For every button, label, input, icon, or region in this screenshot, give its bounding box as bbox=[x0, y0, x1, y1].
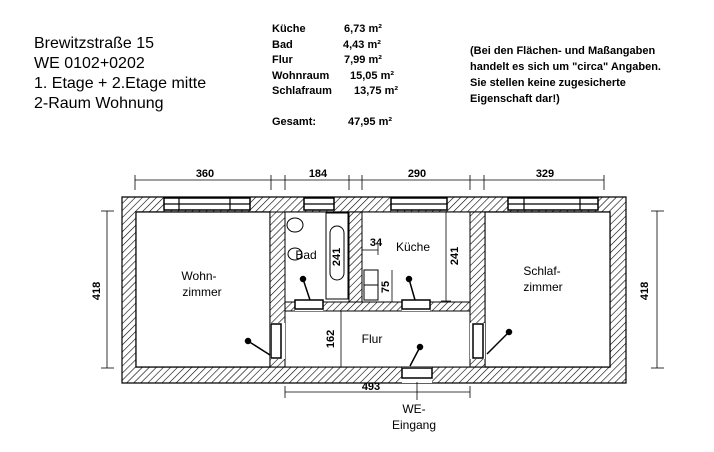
room-label-bad: Bad bbox=[295, 248, 316, 262]
area-value: 15,05 m² bbox=[350, 69, 395, 82]
total-value: 47,95 m² bbox=[348, 115, 393, 128]
bathroom-fixtures bbox=[286, 212, 349, 300]
room-label-kueche: Küche bbox=[396, 240, 430, 254]
dim-kueche-small: 34 bbox=[370, 237, 383, 249]
disclaimer-line: handelt es sich um "circa" Angaben. bbox=[470, 61, 661, 73]
dim-kueche-75: 75 bbox=[380, 281, 392, 293]
disclaimer-line: Sie stellen keine zugesicherte bbox=[470, 77, 626, 89]
disclaimer-line: (Bei den Flächen- und Maßangaben bbox=[470, 45, 656, 57]
disclaimer-note: (Bei den Flächen- und Maßangaben handelt… bbox=[470, 43, 661, 107]
kitchen-appliance bbox=[363, 269, 379, 301]
total-label: Gesamt: bbox=[272, 115, 317, 128]
area-value: 13,75 m² bbox=[354, 85, 399, 97]
dim-kueche-height: 241 bbox=[449, 247, 461, 265]
wall-bad-kueche bbox=[348, 211, 363, 303]
area-room: Wohnraum bbox=[272, 69, 330, 82]
dim-top-wohn: 360 bbox=[196, 168, 214, 180]
kueche-room bbox=[361, 211, 471, 303]
address-block: Brewitzstraße 15 WE 0102+0202 1. Etage +… bbox=[34, 34, 206, 114]
room-label-wohn: zimmer bbox=[182, 285, 221, 299]
dim-flur-height: 162 bbox=[325, 330, 337, 348]
dim-right-height: 418 bbox=[639, 282, 651, 300]
door-bad bbox=[294, 299, 324, 310]
flur-room bbox=[284, 310, 471, 368]
address-type: 2-Raum Wohnung bbox=[34, 95, 164, 112]
address-floors: 1. Etage + 2.Etage mitte bbox=[34, 75, 207, 92]
address-unit: WE 0102+0202 bbox=[34, 55, 145, 72]
door-schlaf bbox=[472, 323, 484, 359]
entrance-label: Eingang bbox=[392, 418, 436, 432]
area-room: Küche bbox=[272, 23, 306, 35]
dim-top-bad: 184 bbox=[309, 168, 328, 180]
disclaimer-line: Eigenschaft dar!) bbox=[470, 93, 560, 105]
room-label-flur: Flur bbox=[362, 332, 383, 346]
schlafzimmer-room bbox=[484, 211, 611, 368]
dim-top-kueche: 290 bbox=[408, 168, 426, 180]
dim-bad-height: 241 bbox=[331, 248, 343, 266]
area-room: Schlafraum bbox=[272, 85, 332, 97]
room-label-wohn: Wohn- bbox=[181, 269, 216, 283]
dimension-lines bbox=[101, 175, 664, 400]
door-entrance bbox=[401, 367, 433, 379]
area-value: 6,73 m² bbox=[344, 23, 382, 35]
area-room: Flur bbox=[272, 54, 293, 66]
address-street: Brewitzstraße 15 bbox=[34, 35, 155, 52]
entrance-label: WE- bbox=[402, 402, 425, 416]
room-label-schlaf: Schlaf- bbox=[523, 264, 560, 278]
dim-top-schlaf: 329 bbox=[536, 168, 554, 180]
area-value: 4,43 m² bbox=[343, 38, 381, 51]
area-value: 7,99 m² bbox=[344, 54, 382, 66]
door-kueche bbox=[401, 299, 431, 310]
area-room: Bad bbox=[272, 38, 293, 51]
dim-left-height: 418 bbox=[91, 282, 103, 300]
room-label-schlaf: zimmer bbox=[523, 280, 562, 294]
dim-bottom-width: 493 bbox=[362, 381, 380, 393]
door-wohn bbox=[270, 323, 282, 359]
door-handles bbox=[244, 275, 513, 367]
